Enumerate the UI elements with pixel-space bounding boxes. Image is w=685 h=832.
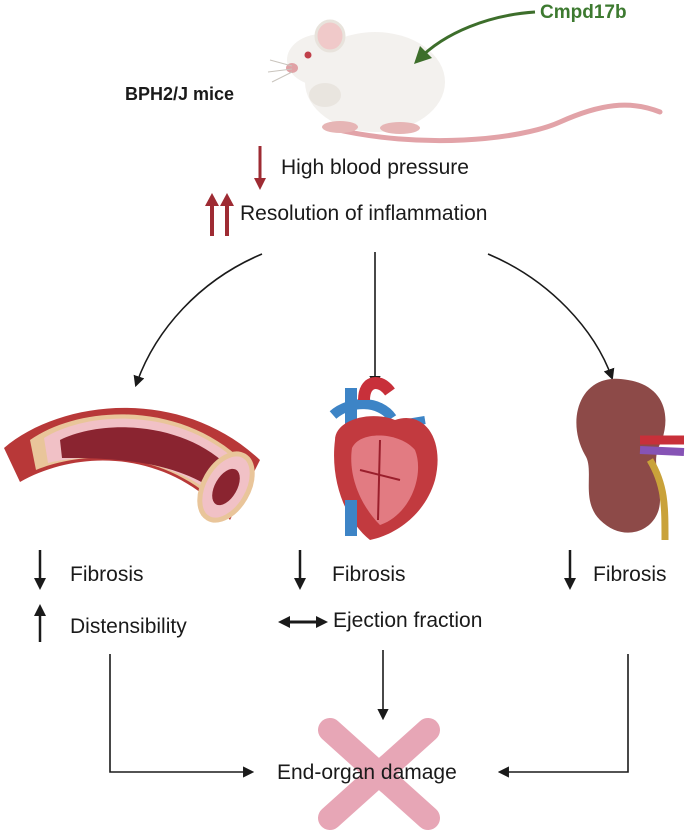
drug-arrow xyxy=(416,10,536,62)
heart-icon xyxy=(329,377,438,540)
branch-arrow-right xyxy=(487,253,615,381)
kidney-fibrosis-down-icon xyxy=(564,550,576,590)
drug-label: Cmpd17b xyxy=(540,2,627,23)
kidney-outcome-fibrosis: Fibrosis xyxy=(593,563,667,586)
kidney-icon xyxy=(576,378,685,541)
vessel-outcome-distensibility: Distensibility xyxy=(70,615,187,638)
heart-outcome-fibrosis: Fibrosis xyxy=(332,563,406,586)
result-label: End-organ damage xyxy=(277,761,457,784)
flow-arrow-left xyxy=(109,654,255,778)
heart-outcome-ejection-fraction: Ejection fraction xyxy=(333,609,483,632)
effect-label-blood-pressure: High blood pressure xyxy=(281,156,469,179)
vessel-fibrosis-down-icon xyxy=(34,550,46,590)
blood-vessel-icon xyxy=(4,407,260,523)
mouse-icon xyxy=(267,19,663,144)
cross-icon xyxy=(318,718,440,830)
flow-arrow-right xyxy=(497,654,629,778)
down-arrow-icon xyxy=(254,146,266,190)
ejection-fraction-no-change-icon xyxy=(278,616,328,628)
effect-label-inflammation: Resolution of inflammation xyxy=(240,202,488,225)
double-up-arrow-icon xyxy=(205,193,234,236)
vessel-distensibility-up-icon xyxy=(34,604,46,642)
branch-arrow-left xyxy=(133,253,263,388)
drug-arrowhead xyxy=(414,46,432,64)
vessel-outcome-fibrosis: Fibrosis xyxy=(70,563,144,586)
heart-fibrosis-down-icon xyxy=(294,550,306,590)
model-label: BPH2/J mice xyxy=(125,84,235,104)
